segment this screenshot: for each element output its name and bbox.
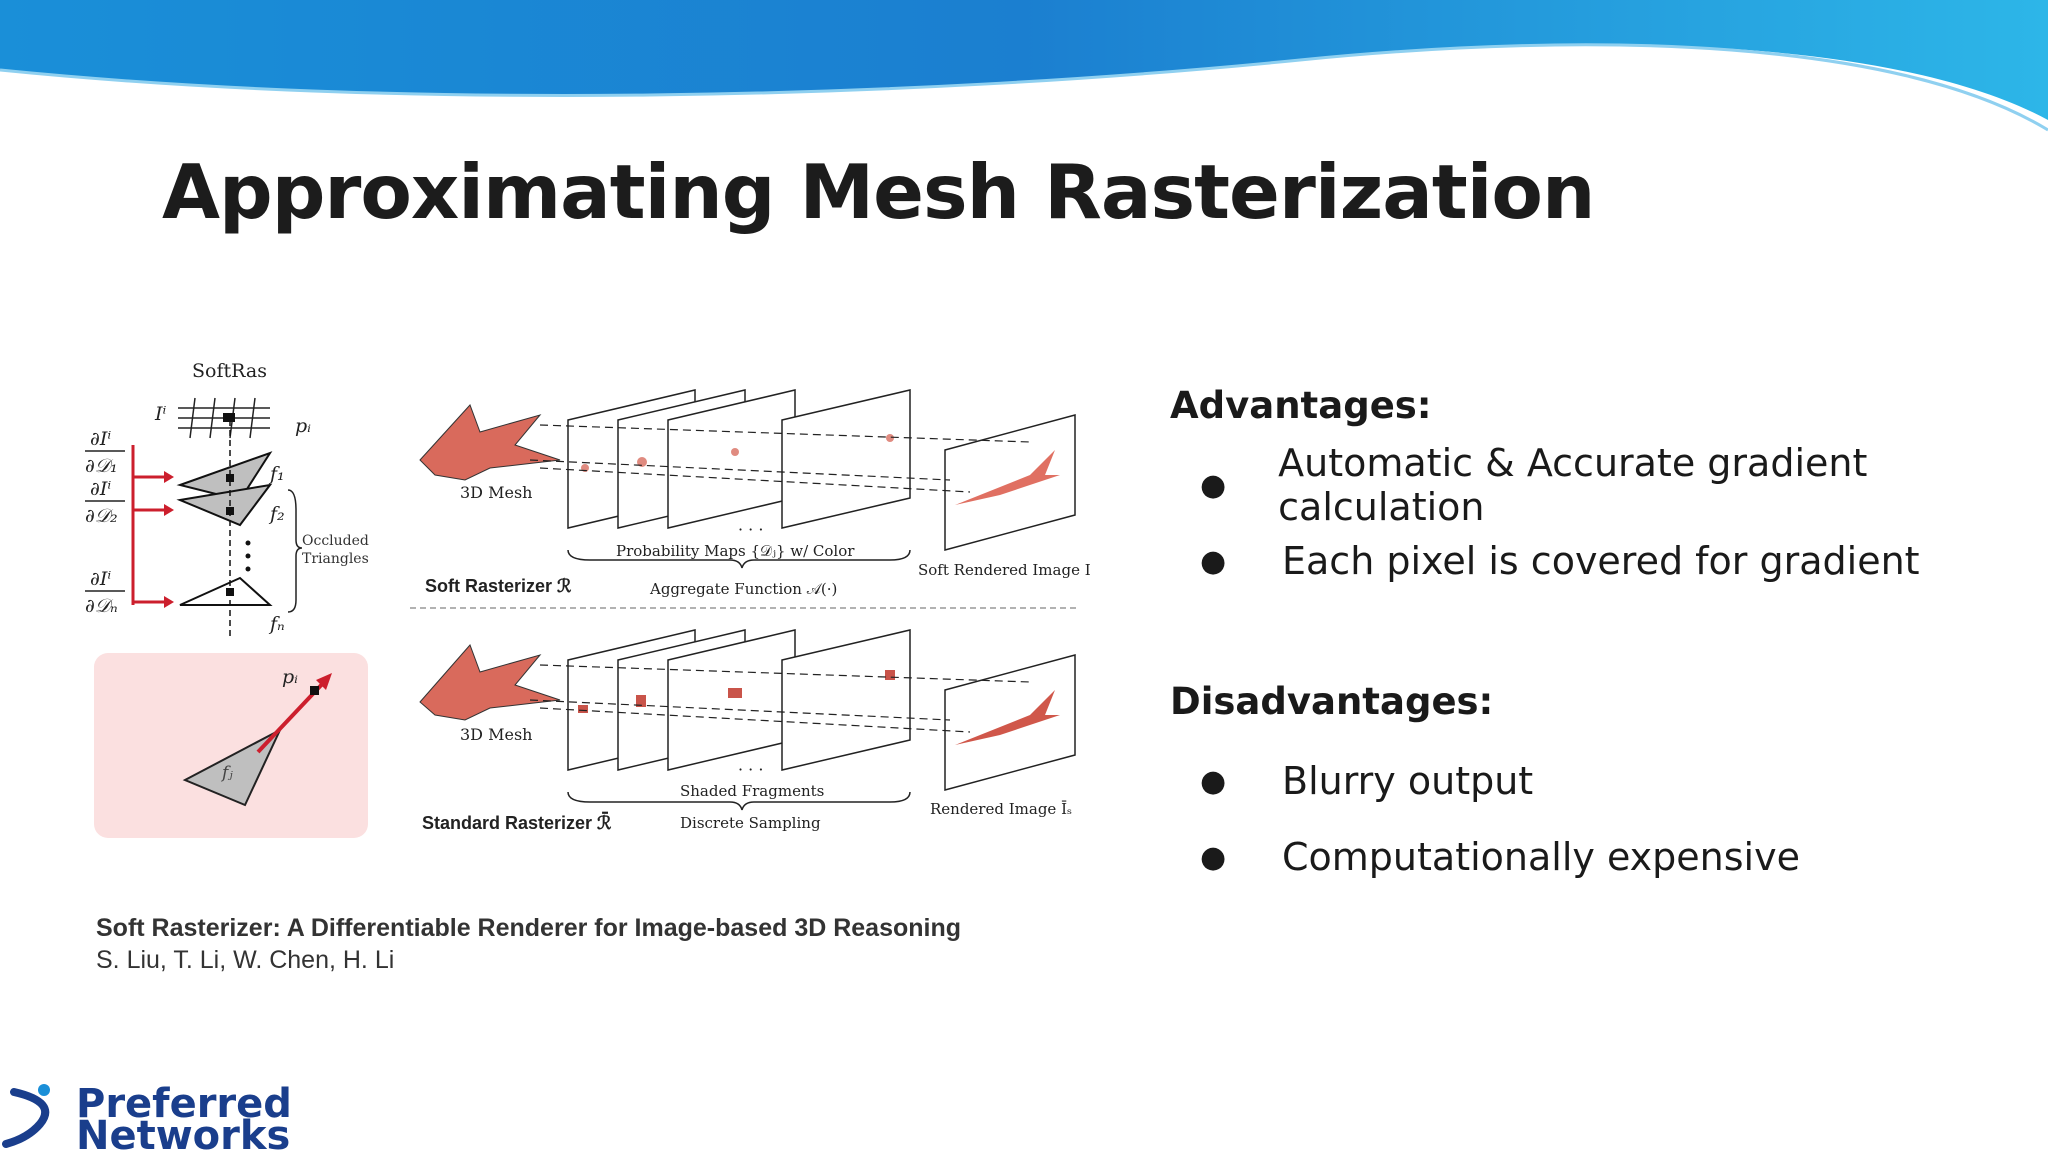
bullet-icon: ● xyxy=(1200,763,1227,799)
logo-text-line2: Networks xyxy=(76,1113,291,1159)
ellipsis-bottom: · · · xyxy=(738,760,763,779)
advantage-text: Automatic & Accurate gradient calculatio… xyxy=(1278,441,1868,529)
advantage-item: ● Automatic & Accurate gradient calculat… xyxy=(1170,441,2048,529)
svg-text:∂Iⁱ: ∂Iⁱ xyxy=(90,428,111,450)
aggregate-label: Aggregate Function 𝒜(·) xyxy=(649,580,837,598)
advantages-heading: Advantages: xyxy=(1170,384,1432,427)
rendered-image-label: Rendered Image Īₛ xyxy=(930,800,1072,818)
soft-rendered-label: Soft Rendered Image Iₛ xyxy=(918,561,1090,579)
ellipsis-top: · · · xyxy=(738,520,763,539)
pfn-logo-icon xyxy=(2,1084,50,1148)
occluded-label-1: Occluded xyxy=(302,533,369,549)
disadvantages-heading: Disadvantages: xyxy=(1170,680,1494,723)
svg-text:fₙ: fₙ xyxy=(268,613,285,635)
soft-rasterizer-row: 3D Mesh · · · Probability Maps {𝒟ⱼ} w/ C… xyxy=(419,389,1090,598)
prob-maps-label: Probability Maps {𝒟ⱼ} w/ Color xyxy=(616,542,855,560)
discrete-sampling-label: Discrete Sampling xyxy=(680,814,821,832)
svg-text:f₂: f₂ xyxy=(268,503,285,525)
svg-text:f₁: f₁ xyxy=(268,463,285,485)
svg-text:∂𝒟ₙ: ∂𝒟ₙ xyxy=(85,595,118,617)
shaded-fragments-label: Shaded Fragments xyxy=(680,782,824,800)
disadvantages-section: Disadvantages: ● Blurry output ● Computa… xyxy=(1170,680,1800,895)
svg-text:Iⁱ: Iⁱ xyxy=(154,403,167,425)
header-wave-banner xyxy=(0,0,2048,132)
softras-label: SoftRas xyxy=(192,360,267,382)
citation-authors: S. Liu, T. Li, W. Chen, H. Li xyxy=(96,946,395,974)
pink-gradient-panel: pᵢ fⱼ xyxy=(94,653,368,838)
svg-text:∂𝒟₂: ∂𝒟₂ xyxy=(85,505,118,527)
svg-text:pᵢ: pᵢ xyxy=(295,415,311,437)
logo-text-line1: Preferred xyxy=(76,1081,292,1127)
advantage-text: Each pixel is covered for gradient xyxy=(1282,539,1920,583)
disadvantage-item: ● Computationally expensive xyxy=(1170,819,1800,895)
bullet-icon: ● xyxy=(1200,467,1227,503)
mesh-label-bottom: 3D Mesh xyxy=(460,725,532,744)
advantage-item: ● Each pixel is covered for gradient xyxy=(1170,523,2048,599)
disadvantage-text: Blurry output xyxy=(1282,759,1534,803)
mesh-label-top: 3D Mesh xyxy=(460,483,532,502)
citation-title: Soft Rasterizer: A Differentiable Render… xyxy=(96,914,962,942)
disadvantage-text: Computationally expensive xyxy=(1282,835,1800,879)
svg-text:∂𝒟₁: ∂𝒟₁ xyxy=(85,455,118,477)
bullet-icon: ● xyxy=(1200,839,1227,875)
bullet-icon: ● xyxy=(1200,543,1227,579)
preferred-networks-logo: Preferred Networks xyxy=(0,1081,310,1159)
soft-rasterizer-label: Soft Rasterizer ℛ xyxy=(425,576,572,596)
occluded-label-2: Triangles xyxy=(302,551,369,567)
standard-rasterizer-label: Standard Rasterizer ℛ̄ xyxy=(422,812,612,833)
softras-figure: SoftRas xyxy=(85,360,1090,838)
svg-text:fⱼ: fⱼ xyxy=(220,763,233,783)
svg-text:∂Iⁱ: ∂Iⁱ xyxy=(90,478,111,500)
svg-text:pᵢ: pᵢ xyxy=(282,666,298,688)
advantages-section: Advantages: ● Automatic & Accurate gradi… xyxy=(1170,384,2048,599)
standard-rasterizer-row: 3D Mesh · · · Shaded Fragments Discrete … xyxy=(419,629,1076,833)
softras-diagram: SoftRas xyxy=(85,360,369,640)
disadvantage-item: ● Blurry output xyxy=(1170,743,1800,819)
slide-title: Approximating Mesh Rasterization xyxy=(162,148,1595,236)
svg-text:∂Iⁱ: ∂Iⁱ xyxy=(90,568,111,590)
